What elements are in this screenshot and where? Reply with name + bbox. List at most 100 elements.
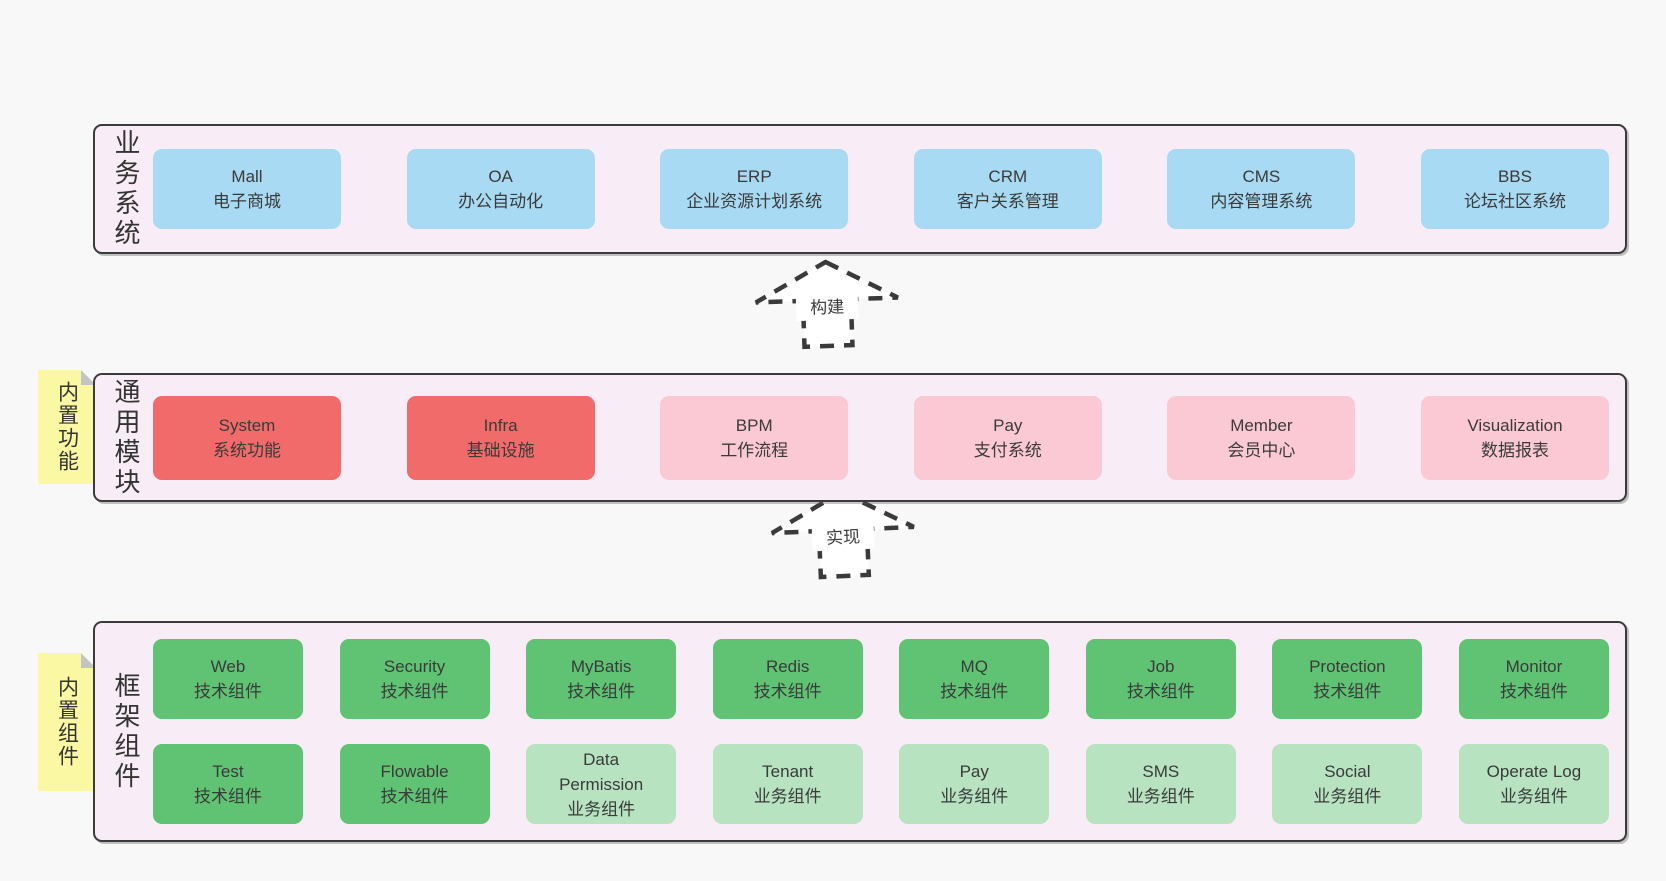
box-redis: Redis 技术组件 [712,639,863,719]
box-subtitle: 业务组件 [1126,787,1195,806]
box-title: Mall [231,167,263,186]
box-title: Member [1230,415,1293,435]
layer-label-cell: 业务系统 [103,126,149,252]
box-title: CRM [988,167,1028,186]
box-subtitle: 技术组件 [940,682,1009,701]
box-subtitle: 技术组件 [380,787,449,806]
box-title: Pay [959,762,989,781]
box-title: SMS [1142,762,1180,781]
box-sms: SMS 业务组件 [1085,744,1236,824]
box-subtitle: 业务组件 [567,799,636,819]
box-cms: CMS 内容管理系统 [1167,149,1356,229]
box-row: System 系统功能 Infra 基础设施 BPM 工作流程 Pay 支付系统 Member 会… [149,375,1625,500]
box-row: Test 技术组件 Flowable 技术组件 Data Permission 业务组件 T… [153,744,1609,824]
layer-label-cell: 通用模块 [103,375,149,500]
box-subtitle: 业务组件 [940,787,1009,806]
sticky-tag-builtin-features: 内置功能 [38,370,96,484]
box-data-permission: Data Permission 业务组件 [526,744,677,824]
box-subtitle: 技术组件 [380,682,449,701]
box-protection: Protection 技术组件 [1272,639,1423,719]
box-title: Tenant [762,762,814,781]
box-title: Social [1324,762,1371,781]
box-mq: MQ 技术组件 [899,639,1050,719]
box-web: Web 技术组件 [153,639,303,719]
box-title: Test [212,762,244,781]
box-title: Flowable [380,762,449,781]
box-title: Redis [765,657,810,676]
box-member: Member 会员中心 [1167,395,1356,480]
sticky-tag-label: 内置功能 [55,381,79,473]
box-bbs: BBS 论坛社区系统 [1420,149,1609,229]
box-title: Protection [1309,657,1386,676]
box-title: ERP [736,167,772,186]
layer-label: 业务系统 [111,129,141,249]
box-title: MyBatis [570,657,632,676]
arrow-build: 构建 [750,253,903,353]
box-subtitle: 业务组件 [1313,787,1382,806]
box-subtitle: 会员中心 [1227,440,1296,460]
box-system: System 系统功能 [153,395,341,480]
sticky-tag-label: 内置组件 [55,676,79,768]
box-subtitle: 论坛社区系统 [1463,192,1566,211]
box-subtitle: 技术组件 [1499,682,1568,701]
box-bpm: BPM 工作流程 [660,395,849,480]
box-title: CMS [1242,167,1281,186]
box-subtitle: 技术组件 [194,682,262,701]
box-subtitle: 技术组件 [1313,682,1382,701]
box-subtitle: 技术组件 [194,787,262,806]
box-subtitle: 工作流程 [720,440,789,460]
box-flowable: Flowable 技术组件 [339,744,490,824]
box-subtitle: 基础设施 [466,440,535,460]
box-title: Data Permission [559,749,644,794]
box-subtitle: 业务组件 [1499,787,1568,806]
box-title: Web [210,657,246,676]
box-title: BBS [1497,167,1532,186]
box-title: System [218,415,276,435]
box-title: Infra [483,415,518,435]
arrow-label-bg [811,521,875,552]
box-title: OA [488,167,513,186]
box-title: Operate Log [1486,762,1582,781]
box-subtitle: 支付系统 [973,440,1042,460]
box-title: Visualization [1467,415,1563,435]
box-title: Job [1147,657,1175,676]
box-subtitle: 客户关系管理 [956,192,1059,211]
arrow-label: 构建 [810,297,845,317]
box-social: Social 业务组件 [1272,744,1423,824]
box-pay: Pay 业务组件 [899,744,1050,824]
box-subtitle: 内容管理系统 [1210,192,1313,211]
layer-label: 框架组件 [111,671,141,792]
box-subtitle: 数据报表 [1480,440,1549,460]
box-title: Security [383,657,446,676]
layer-label: 通用模块 [111,377,141,498]
box-subtitle: 企业资源计划系统 [686,192,823,211]
box-visualization: Visualization 数据报表 [1420,395,1609,480]
box-title: MQ [960,657,988,676]
box-crm: CRM 客户关系管理 [913,149,1102,229]
box-subtitle: 电子商城 [213,192,281,211]
layer-common-modules: 通用模块 System 系统功能 Infra 基础设施 BPM 工作流程 Pay 支付系统 Me… [93,373,1627,502]
box-subtitle: 技术组件 [1126,682,1195,701]
box-subtitle: 系统功能 [213,440,281,460]
box-test: Test 技术组件 [153,744,303,824]
box-infra: Infra 基础设施 [406,395,595,480]
box-job: Job 技术组件 [1085,639,1236,719]
box-title: BPM [735,415,773,435]
arrow-label: 实现 [826,527,861,547]
box-subtitle: 技术组件 [753,682,822,701]
box-title: Monitor [1505,657,1563,676]
layer-label-cell: 框架组件 [103,623,149,840]
box-mall: Mall 电子商城 [153,149,341,229]
box-title: Pay [993,415,1023,435]
arrow-label-bg [795,291,859,322]
box-security: Security 技术组件 [339,639,490,719]
box-monitor: Monitor 技术组件 [1458,639,1609,719]
box-erp: ERP 企业资源计划系统 [660,149,849,229]
